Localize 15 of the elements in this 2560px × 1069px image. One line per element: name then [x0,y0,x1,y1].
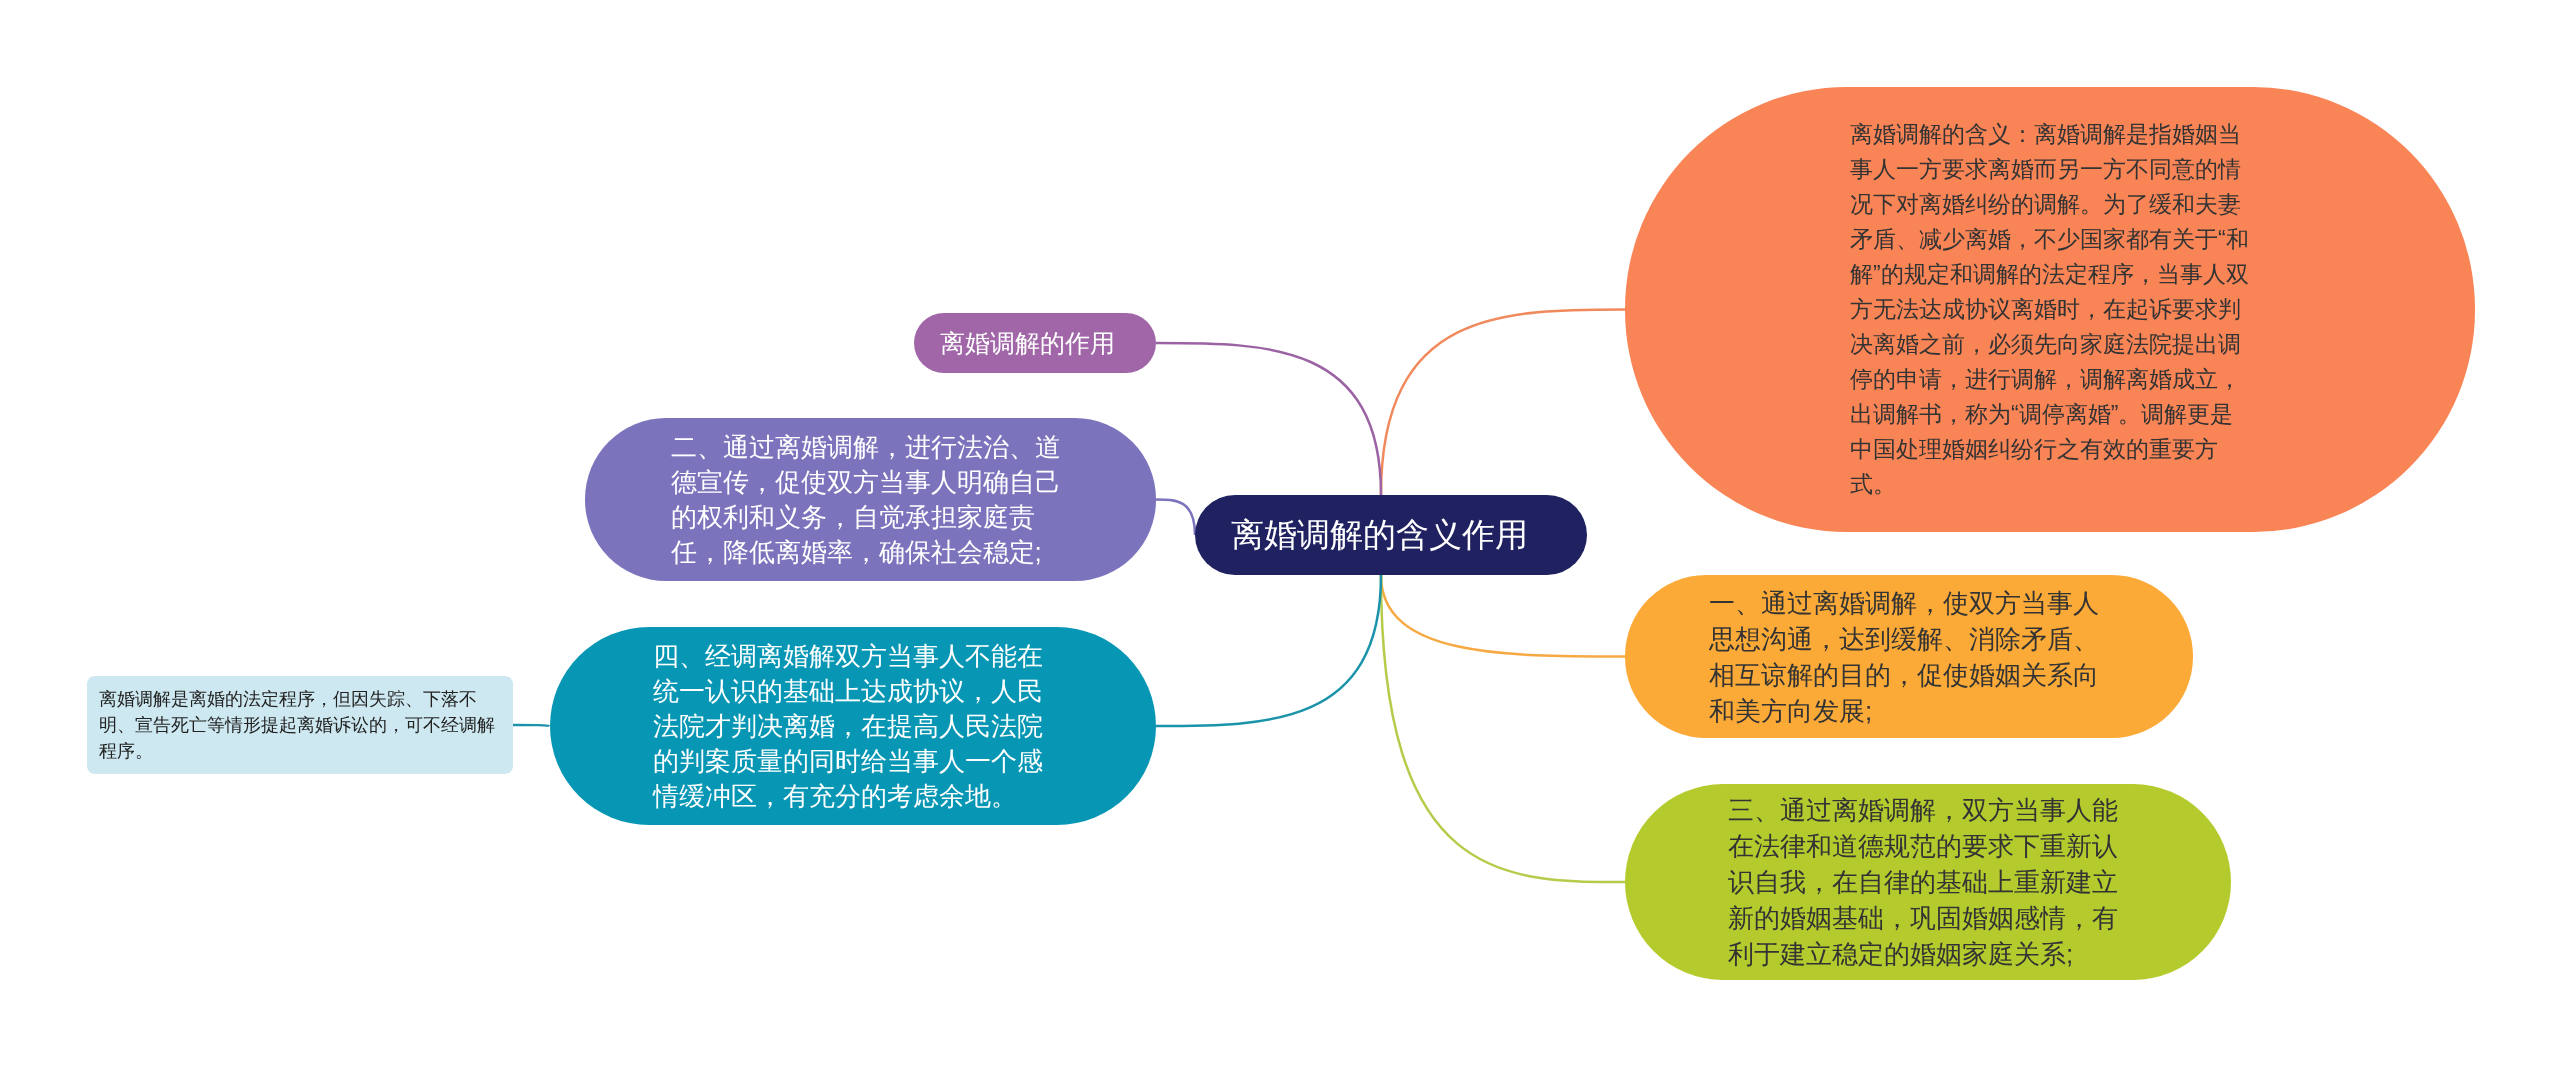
central-topic-box [1195,495,1587,575]
connector-line [513,723,551,728]
connector-line [1156,498,1197,536]
topic-text: 离婚调解的含义：离婚调解是指婚姻当事人一方要求离婚而另一方不同意的情况下对离婚纠纷的调解。为了缓和夫妻矛盾、减少离婚，不少国家都有关于“和解”的规定和调解的法定程序，当事人双方无法达成协议离婚时，在起诉要求判决离婚之前，必须先向家庭法院提出调停的申请，进行调解，调解离婚成立，出调解书，称为“调停离婚”。调解更是中国处理婚姻纠纷行之有效的重要方式。 [1850,120,2250,499]
topic-text: 四、经调离婚解双方当事人不能在统一认识的基础上达成协议，人民法院才判决离婚，在提高人民法院的判案质量的同时给当事人一个感情缓冲区，有充分的考虑余地。 [653,639,1044,813]
topic-box [914,313,1156,373]
note-box [87,676,513,774]
connector-line [1156,574,1383,728]
topic-text: 一、通过离婚调解，使双方当事人思想沟通，达到缓解、消除矛盾、相互谅解的目的，促使婚姻关系向和美方向发展; [1709,586,2100,728]
topic-text: 离婚调解的作用 [940,327,1116,359]
topic-text: 二、通过离婚调解，进行法治、道德宣传，促使双方当事人明确自己的权利和义务，自觉承担家庭责任，降低离婚率，确保社会稳定; [670,430,1062,569]
topic-text: 离婚调解的含义作用 [1231,514,1529,555]
connector-line [1156,341,1383,496]
topic-text: 三、通过离婚调解，双方当事人能在法律和道德规范的要求下重新认识自我，在自律的基础上重新建立新的婚姻基础，巩固婚姻感情，有利于建立稳定的婚姻家庭关系; [1728,794,2119,971]
topic-text: 离婚调解是离婚的法定程序，但因失踪、下落不明、宣告死亡等情形提起离婚诉讼的，可不经调解程序。 [99,688,496,763]
